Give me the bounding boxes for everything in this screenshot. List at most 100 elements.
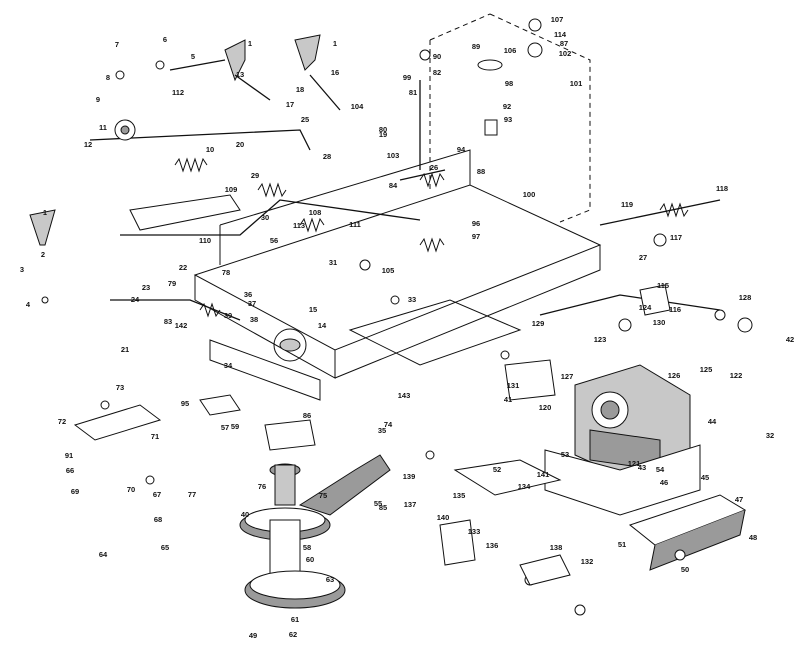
callout-90: 90 xyxy=(432,52,442,61)
callout-34: 34 xyxy=(223,361,233,370)
callout-23: 23 xyxy=(141,283,151,292)
callout-51: 51 xyxy=(617,540,627,549)
callout-36: 36 xyxy=(243,290,253,299)
callout-28: 28 xyxy=(322,152,332,161)
callout-107: 107 xyxy=(550,15,564,24)
callout-1: 1 xyxy=(332,39,338,48)
callout-75: 75 xyxy=(318,491,328,500)
callout-96: 96 xyxy=(471,219,481,228)
callout-16: 16 xyxy=(330,68,340,77)
callout-125: 125 xyxy=(699,365,713,374)
callout-3: 3 xyxy=(19,265,25,274)
callout-73: 73 xyxy=(115,383,125,392)
upper-assembly-dashed-frame xyxy=(429,13,591,223)
callout-72: 72 xyxy=(57,417,67,426)
callout-50: 50 xyxy=(680,565,690,574)
transaxle-assembly xyxy=(544,364,701,516)
callout-67: 67 xyxy=(152,490,162,499)
callout-18: 18 xyxy=(295,85,305,94)
callout-121: 121 xyxy=(627,459,641,468)
callout-15: 15 xyxy=(308,305,318,314)
callout-95: 95 xyxy=(180,399,190,408)
callout-99: 99 xyxy=(402,73,412,82)
callout-105: 105 xyxy=(381,266,395,275)
callout-14: 14 xyxy=(317,321,327,330)
callout-89: 89 xyxy=(471,42,481,51)
callout-10: 10 xyxy=(205,145,215,154)
callout-78: 78 xyxy=(221,268,231,277)
callout-120: 120 xyxy=(538,403,552,412)
callout-62: 62 xyxy=(288,630,298,639)
callout-87: 87 xyxy=(559,39,569,48)
callout-77: 77 xyxy=(187,490,197,499)
callout-100: 100 xyxy=(522,190,536,199)
callout-109: 109 xyxy=(224,185,238,194)
brackets xyxy=(73,194,671,586)
callout-114: 114 xyxy=(553,30,567,39)
callout-65: 65 xyxy=(160,543,170,552)
callout-97: 97 xyxy=(471,232,481,241)
callout-58: 58 xyxy=(302,543,312,552)
springs xyxy=(174,157,689,318)
callout-108: 108 xyxy=(308,208,322,217)
callout-59: 59 xyxy=(230,422,240,431)
callout-137: 137 xyxy=(403,500,417,509)
callout-93: 93 xyxy=(503,115,513,124)
callout-91: 91 xyxy=(64,451,74,460)
callout-49: 49 xyxy=(248,631,258,640)
fasteners xyxy=(41,18,753,616)
callout-5: 5 xyxy=(190,52,196,61)
callout-38: 38 xyxy=(249,315,259,324)
callout-68: 68 xyxy=(153,515,163,524)
callout-32: 32 xyxy=(765,431,775,440)
callout-31: 31 xyxy=(328,258,338,267)
callout-102: 102 xyxy=(558,49,572,58)
callout-139: 139 xyxy=(402,472,416,481)
callout-103: 103 xyxy=(386,151,400,160)
callout-101: 101 xyxy=(569,79,583,88)
callout-106: 106 xyxy=(503,46,517,55)
callout-20: 20 xyxy=(235,140,245,149)
callout-17: 17 xyxy=(285,100,295,109)
shift-levers xyxy=(29,34,321,246)
callout-116: 116 xyxy=(668,305,682,314)
linkage-rods xyxy=(89,59,721,321)
callout-47: 47 xyxy=(734,495,744,504)
callout-22: 22 xyxy=(178,263,188,272)
callout-118: 118 xyxy=(715,184,729,193)
callout-39: 39 xyxy=(223,311,233,320)
callout-123: 123 xyxy=(593,335,607,344)
callout-43: 43 xyxy=(637,463,647,472)
callout-1: 1 xyxy=(42,208,48,217)
callout-42: 42 xyxy=(785,335,795,344)
callout-7: 7 xyxy=(114,40,120,49)
callout-115: 115 xyxy=(656,281,670,290)
callout-141: 141 xyxy=(536,470,550,479)
callout-135: 135 xyxy=(452,491,466,500)
callout-45: 45 xyxy=(700,473,710,482)
callout-113: 113 xyxy=(292,221,306,230)
callout-124: 124 xyxy=(638,303,652,312)
callout-132: 132 xyxy=(580,557,594,566)
callout-24: 24 xyxy=(130,295,140,304)
callout-25: 25 xyxy=(300,115,310,124)
pulley-assembly xyxy=(239,454,391,609)
callout-111: 111 xyxy=(349,220,361,229)
callout-9: 9 xyxy=(95,95,101,104)
callout-142: 142 xyxy=(174,321,188,330)
callout-52: 52 xyxy=(492,465,502,474)
callout-27: 27 xyxy=(638,253,648,262)
callout-30: 30 xyxy=(260,213,270,222)
callout-85: 85 xyxy=(378,503,388,512)
callout-4: 4 xyxy=(25,300,31,309)
callout-140: 140 xyxy=(436,513,450,522)
callout-79: 79 xyxy=(167,279,177,288)
callout-134: 134 xyxy=(517,482,531,491)
callout-82: 82 xyxy=(432,68,442,77)
callout-98: 98 xyxy=(504,79,514,88)
callout-21: 21 xyxy=(120,345,130,354)
callout-1: 1 xyxy=(247,39,253,48)
chassis-frame xyxy=(193,149,602,401)
